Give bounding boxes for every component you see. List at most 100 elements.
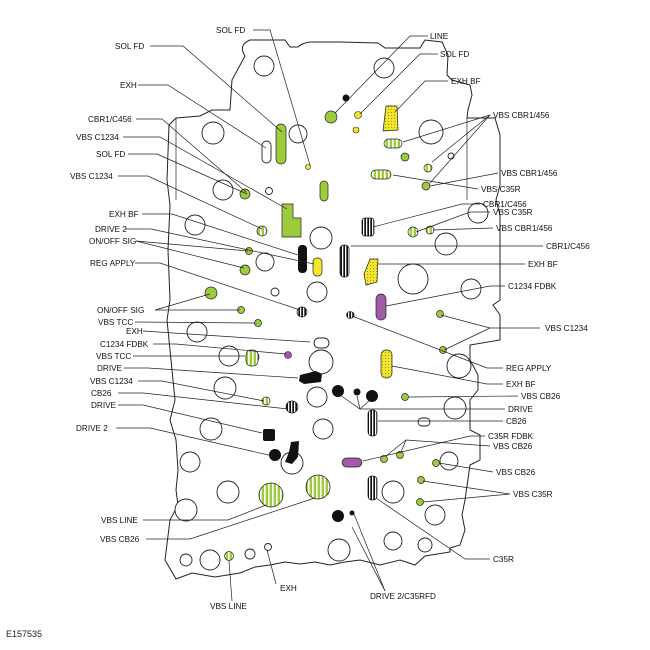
black-striped-slot — [361, 217, 375, 237]
hole — [397, 263, 429, 295]
leader-line — [138, 380, 265, 402]
leader-line — [351, 315, 503, 369]
label-sol-fd: SOL FD — [96, 150, 125, 159]
leader-line — [124, 367, 299, 379]
leader-line — [431, 114, 491, 163]
label-vbs-c35r: VBS C35R — [481, 185, 521, 194]
hole — [255, 252, 275, 272]
hole — [213, 376, 237, 400]
label-vbs-cb26: VBS CB26 — [493, 442, 533, 451]
label-drive: DRIVE — [91, 401, 117, 410]
leader-line — [138, 84, 267, 149]
callout-labels: SOL FD LINE SOL FD SOL FD EXH BF EXH VBS… — [70, 26, 590, 611]
label-vbs-cb26: VBS CB26 — [100, 535, 140, 544]
leader-line — [432, 227, 494, 231]
label-cbr1-c456: CBR1/C456 — [88, 115, 132, 124]
leader-line — [375, 497, 490, 560]
black-port — [349, 510, 355, 516]
hole — [265, 187, 273, 195]
yellow-dotted-slot — [380, 349, 393, 379]
label-exh: EXH — [280, 584, 297, 593]
leader-line — [372, 203, 480, 228]
label-sol-fd: SOL FD — [440, 50, 469, 59]
leader-line — [154, 293, 211, 311]
green-port — [239, 188, 251, 200]
green-port — [400, 152, 410, 162]
green-port — [239, 264, 251, 276]
label-cb26: CB26 — [506, 417, 527, 426]
green-port — [417, 476, 425, 484]
label-drive-2-c35rfd: DRIVE 2/C35RFD — [370, 592, 436, 601]
leader-line — [356, 395, 361, 410]
black-slot — [298, 245, 307, 273]
hole — [306, 281, 328, 303]
leader-line — [351, 526, 386, 592]
hole — [179, 553, 193, 567]
green-port — [432, 459, 440, 467]
hole — [244, 548, 256, 560]
black-port — [342, 94, 350, 102]
label-vbs-cbr1-456: VBS CBR1/456 — [493, 111, 550, 120]
label-exh: EXH — [120, 81, 137, 90]
plain-holes — [174, 55, 489, 571]
label-vbs-line: VBS LINE — [101, 516, 138, 525]
slot — [313, 337, 330, 349]
hole — [383, 531, 403, 551]
leader-line — [135, 240, 245, 269]
green-port — [204, 286, 218, 300]
hole — [288, 124, 308, 144]
leader-line — [134, 321, 258, 324]
hole — [460, 278, 482, 300]
hole — [439, 451, 459, 471]
vbs-cb26-port — [305, 474, 331, 500]
black-square — [263, 429, 275, 441]
label-drive: DRIVE — [97, 364, 123, 373]
label-vbs-line: VBS LINE — [210, 602, 247, 611]
green-striped-slot — [245, 349, 259, 367]
hole — [264, 543, 272, 551]
label-drive-2: DRIVE 2 — [76, 424, 108, 433]
green-striped-port — [423, 163, 433, 173]
hole — [446, 353, 472, 379]
leader-line — [385, 285, 505, 307]
hole — [201, 121, 225, 145]
black-blob — [285, 441, 299, 464]
yellow-port — [305, 164, 311, 170]
leader-line — [408, 395, 519, 398]
label-vbs-tcc: VBS TCC — [98, 318, 133, 327]
green-port — [416, 498, 424, 506]
hole — [417, 537, 433, 553]
label-c1234-fdbk: C1234 FDBK — [100, 340, 149, 349]
green-port — [380, 455, 388, 463]
green-l-passage — [281, 203, 302, 238]
yellow-dotted-passage — [363, 258, 379, 286]
green-striped-slot — [370, 169, 392, 180]
green-port — [436, 310, 444, 318]
label-exh-bf: EXH BF — [451, 77, 481, 86]
label-cb26: CB26 — [91, 389, 112, 398]
hole — [306, 386, 328, 408]
label-vbs-cb26: VBS CB26 — [521, 392, 561, 401]
leader-line — [118, 175, 263, 230]
hole — [443, 396, 467, 420]
label-reg-apply: REG APPLY — [506, 364, 552, 373]
leader-line — [116, 427, 274, 457]
label-drive: DRIVE — [508, 405, 534, 414]
purple-port — [284, 351, 292, 359]
green-striped-slot — [383, 138, 403, 149]
leader-line — [228, 560, 233, 602]
label-reg-apply: REG APPLY — [90, 259, 136, 268]
leader-line — [400, 439, 407, 453]
leader-line — [359, 399, 371, 410]
leader-line — [135, 262, 301, 311]
black-passages — [263, 94, 378, 522]
hole — [253, 55, 275, 77]
leader-line — [128, 153, 248, 195]
yellow-port — [352, 126, 360, 134]
leader-line — [402, 114, 491, 143]
purple-passages — [284, 293, 387, 468]
black-blob — [299, 371, 322, 384]
label-cbr1-c456: CBR1/C456 — [546, 242, 590, 251]
black-striped-slot — [339, 244, 350, 278]
black-striped-slot — [367, 475, 378, 501]
